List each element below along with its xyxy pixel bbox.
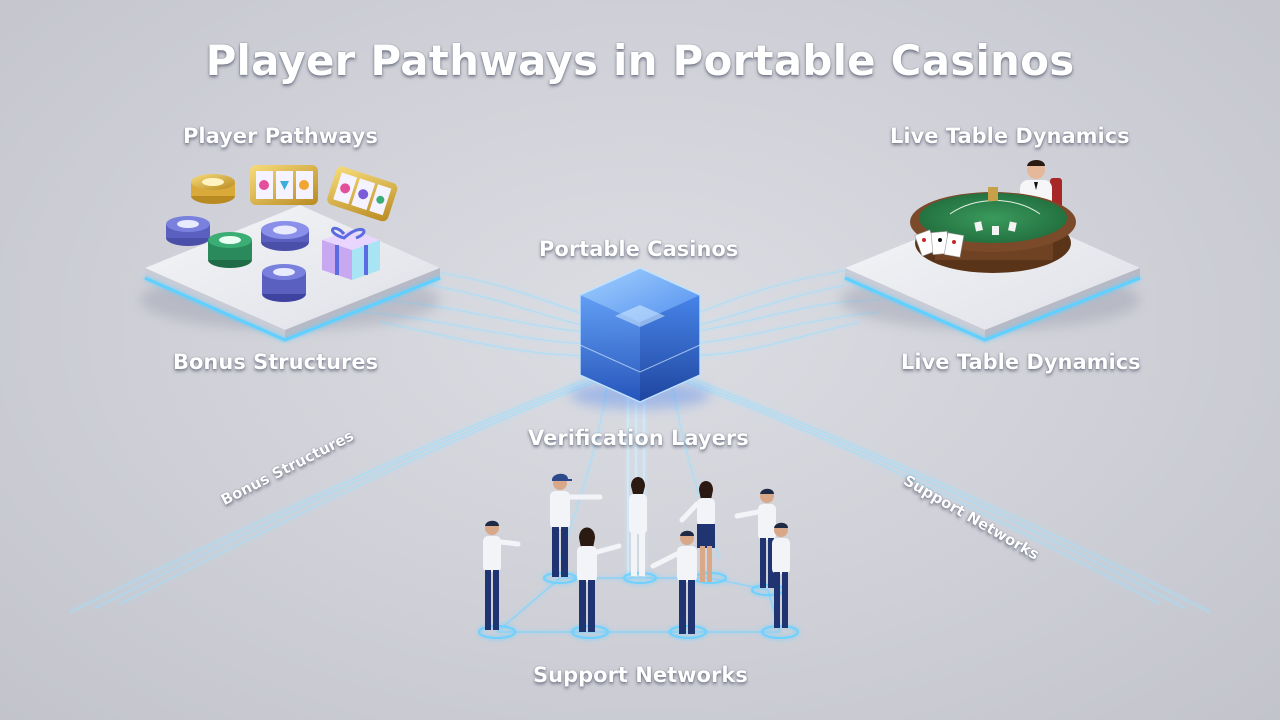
- gift-box-icon: [322, 226, 380, 280]
- person-2: [550, 473, 603, 577]
- person-6: [679, 481, 715, 582]
- slot-machine-reel-icon: [250, 165, 398, 222]
- node-label-live-table-dynamics-top: Live Table Dynamics: [890, 124, 1130, 148]
- casino-chip-stack-icon: [166, 174, 309, 302]
- node-label-live-table-dynamics-bottom: Live Table Dynamics: [901, 350, 1141, 374]
- person-4: [629, 477, 647, 576]
- person-3: [577, 527, 622, 632]
- people-group-icon: [478, 572, 799, 639]
- playing-cards-icon: [914, 229, 965, 258]
- person-8: [772, 522, 790, 628]
- card-table-icon: [910, 187, 1076, 273]
- node-label-verification-layers: Verification Layers: [528, 426, 749, 450]
- cube-icon: [570, 267, 710, 409]
- page-title: Player Pathways in Portable Casinos: [205, 36, 1075, 85]
- node-label-player-pathways: Player Pathways: [183, 124, 378, 148]
- node-label-support-networks: Support Networks: [533, 663, 748, 687]
- person-1: [483, 520, 521, 630]
- person-5: [650, 530, 697, 634]
- node-label-bonus-structures: Bonus Structures: [173, 350, 379, 374]
- person-7: [734, 488, 776, 588]
- node-label-portable-casinos: Portable Casinos: [539, 237, 739, 261]
